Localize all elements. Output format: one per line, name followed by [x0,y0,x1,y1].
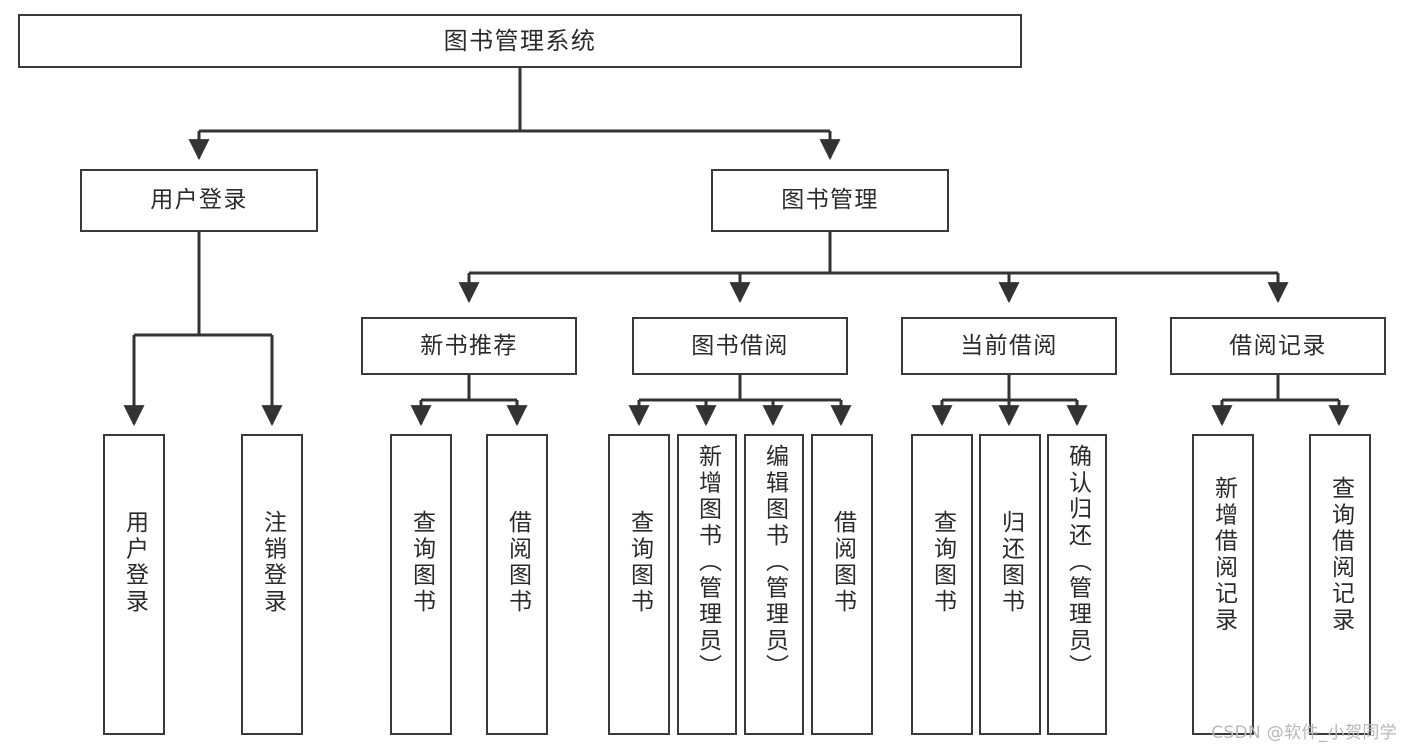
node-new-book-recommend[interactable]: 新书推荐 [361,317,577,375]
node-label: 新书推荐 [420,332,518,359]
node-label: 编辑图书（管理员） [761,444,788,680]
node-label: 图书借阅 [691,332,789,359]
node-leaf-borrow-book-recommend[interactable]: 借阅图书 [486,434,548,735]
node-leaf-query-book-borrow[interactable]: 查询图书 [608,434,670,735]
node-leaf-confirm-return-admin[interactable]: 确认归还（管理员） [1047,434,1107,735]
node-label: 注销登录 [259,510,286,615]
node-label: 当前借阅 [960,332,1058,359]
node-leaf-user-login[interactable]: 用户登录 [103,434,165,735]
node-root-book-management-system[interactable]: 图书管理系统 [18,14,1022,68]
node-leaf-query-book-recommend[interactable]: 查询图书 [390,434,452,735]
node-leaf-logout-login[interactable]: 注销登录 [241,434,303,735]
node-borrow-record[interactable]: 借阅记录 [1170,317,1386,375]
node-label: 用户登录 [121,510,148,615]
node-book-management[interactable]: 图书管理 [711,169,949,232]
node-label: 图书管理系统 [443,27,597,55]
node-leaf-add-borrow-record[interactable]: 新增借阅记录 [1192,434,1254,735]
node-label: 新增图书（管理员） [694,444,721,680]
node-leaf-borrow-book-borrow[interactable]: 借阅图书 [811,434,873,735]
node-leaf-edit-book-admin[interactable]: 编辑图书（管理员） [744,434,804,735]
node-label: 新增借阅记录 [1210,476,1237,634]
node-label: 借阅图书 [504,510,531,615]
node-label: 查询图书 [408,510,435,615]
node-label: 查询借阅记录 [1327,476,1354,634]
watermark-text: CSDN @软件_小贺同学 [1211,723,1397,743]
node-label: 借阅图书 [829,510,856,615]
node-label: 查询图书 [626,510,653,615]
node-label: 确认归还（管理员） [1064,444,1091,680]
node-user-login[interactable]: 用户登录 [80,169,318,232]
node-label: 用户登录 [150,187,248,214]
node-label: 归还图书 [997,510,1024,615]
node-label: 图书管理 [781,187,879,214]
node-current-borrow[interactable]: 当前借阅 [901,317,1117,375]
node-label: 查询图书 [929,510,956,615]
node-label: 借阅记录 [1229,332,1327,359]
node-leaf-add-book-admin[interactable]: 新增图书（管理员） [677,434,737,735]
node-leaf-query-book-current[interactable]: 查询图书 [911,434,973,735]
node-leaf-query-borrow-record[interactable]: 查询借阅记录 [1309,434,1371,735]
node-book-borrow[interactable]: 图书借阅 [632,317,848,375]
node-leaf-return-book[interactable]: 归还图书 [979,434,1041,735]
